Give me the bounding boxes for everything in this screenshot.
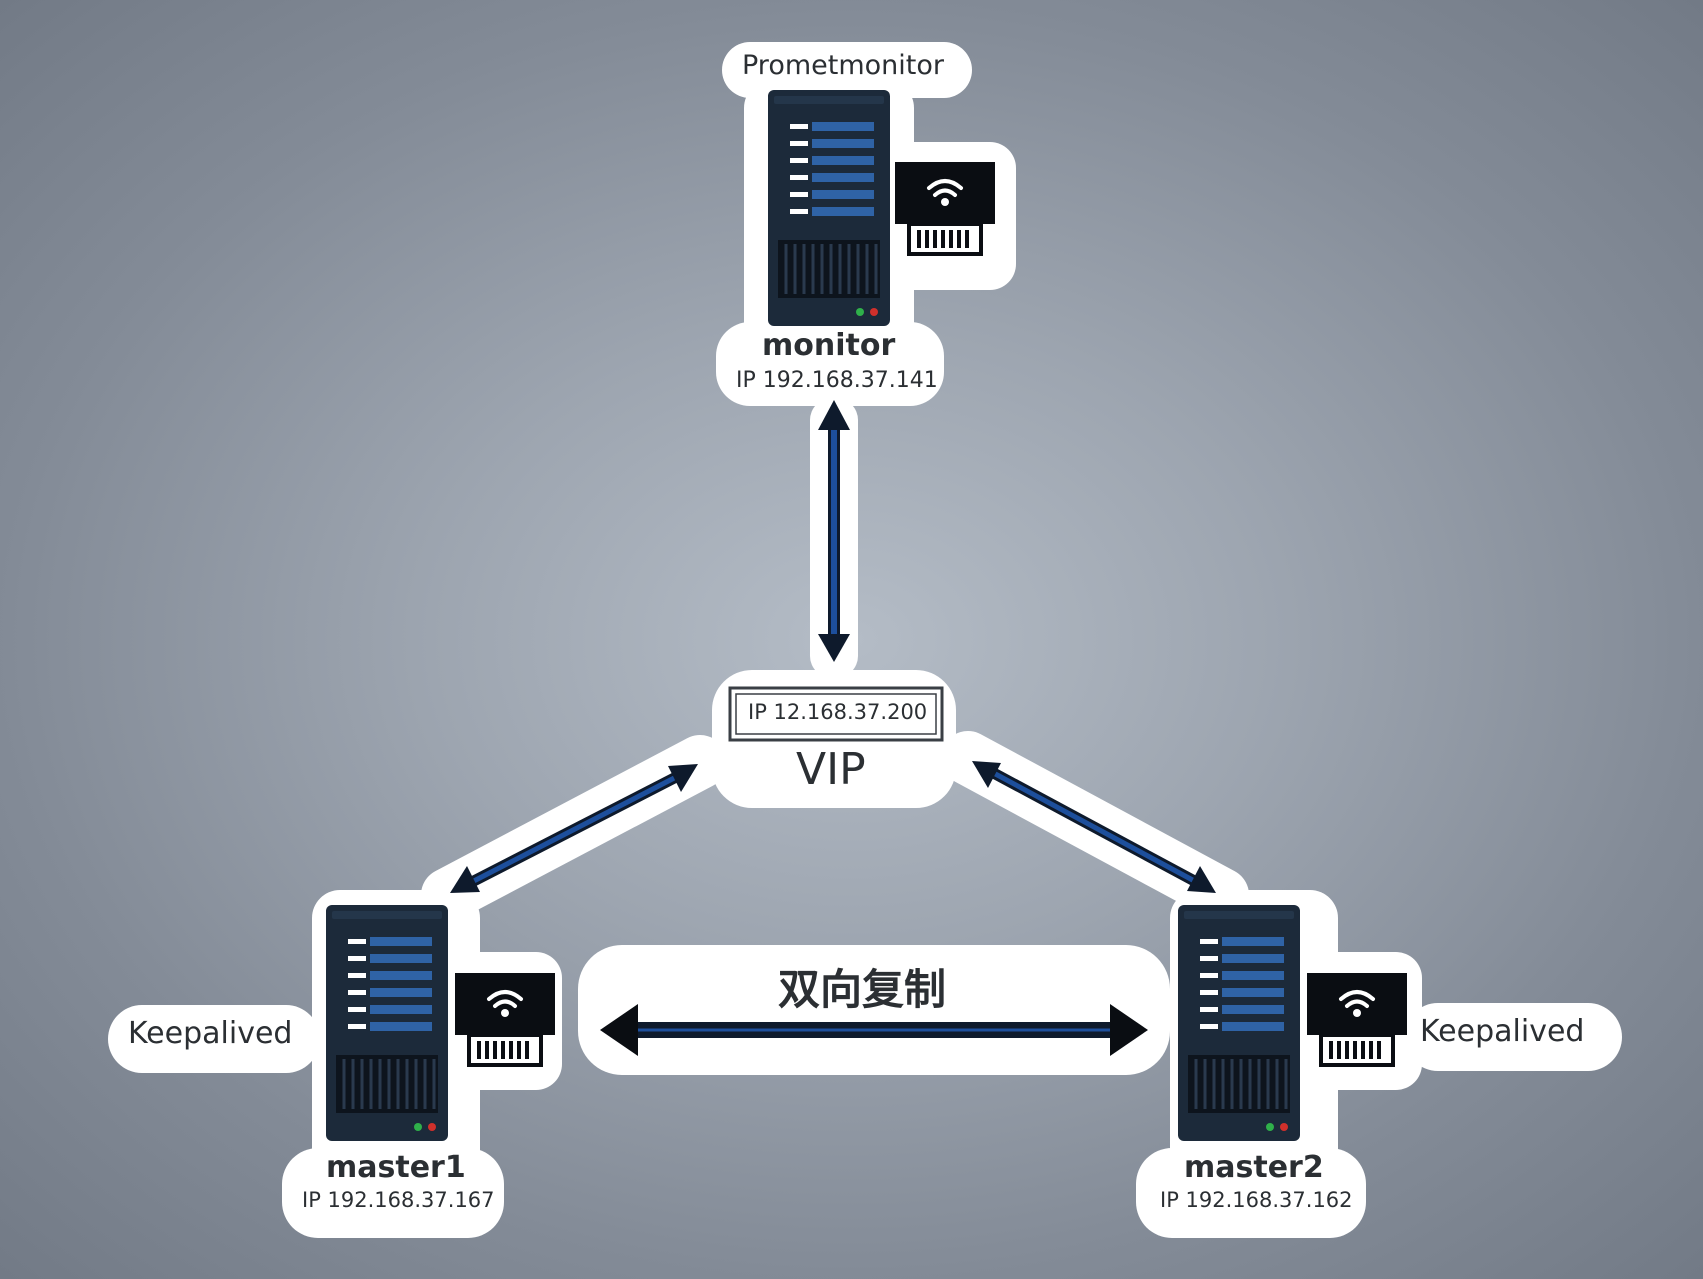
arrow-vip-master2	[972, 761, 1216, 893]
monitor-ip: IP 192.168.37.141	[736, 368, 938, 393]
monitor-top-label: Prometmonitor	[742, 50, 944, 81]
monitor-server-icon	[766, 88, 997, 328]
arrow-monitor-vip	[818, 400, 850, 662]
replication-label: 双向复制	[778, 965, 947, 1014]
master2-ip: IP 192.168.37.162	[1160, 1188, 1353, 1212]
master2-server-icon	[1176, 903, 1409, 1143]
vip-name: VIP	[796, 744, 866, 795]
master1-name: master1	[326, 1150, 466, 1185]
arrow-vip-master1	[450, 764, 698, 893]
master1-ip: IP 192.168.37.167	[302, 1188, 495, 1212]
arrow-replication	[600, 1004, 1148, 1056]
vip-ip-box	[728, 686, 944, 742]
master2-side-label: Keepalived	[1420, 1014, 1585, 1049]
master2-name: master2	[1184, 1150, 1324, 1185]
master1-side-label: Keepalived	[128, 1016, 293, 1051]
monitor-name: monitor	[762, 328, 896, 363]
vip-ip: IP 12.168.37.200	[748, 700, 928, 724]
master1-server-icon	[324, 903, 557, 1143]
